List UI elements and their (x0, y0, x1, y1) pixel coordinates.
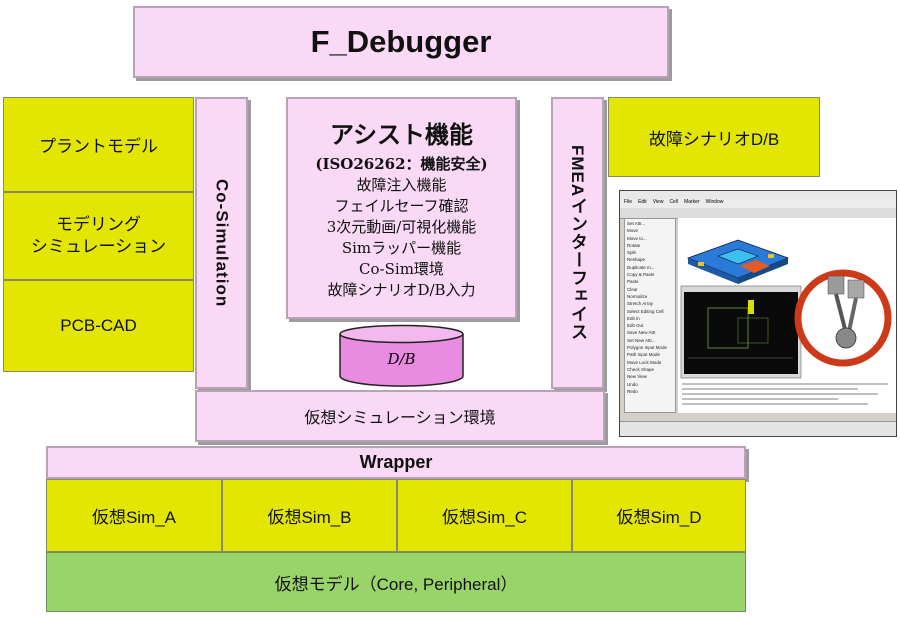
virtual-sim-b-label: 仮想Sim_B (267, 508, 352, 527)
cad-screenshot: File Edit View Cell Marker Window Set At… (619, 190, 897, 437)
virtual-sim-env-bar: 仮想シミュレーション環境 (195, 390, 605, 442)
screenshot-menu-item: Clear (627, 286, 638, 292)
assist-item: 故障注入機能 (356, 176, 447, 194)
pcb-cad-label: PCB-CAD (60, 316, 137, 335)
plant-model-block: プラントモデル (3, 97, 194, 192)
co-simulation-bar: Co-Simulation (195, 97, 248, 389)
screenshot-canvas (678, 218, 896, 413)
virtual-model-bar: 仮想モデル（Core, Peripheral） (46, 552, 746, 612)
virtual-sim-c: 仮想Sim_C (397, 479, 572, 552)
modeling-simulation-label: モデリング シミュレーション (30, 215, 167, 256)
screenshot-menu-item: Check Shape (627, 366, 655, 372)
modeling-simulation-block: モデリング シミュレーション (3, 192, 194, 280)
pcb-board-icon (686, 239, 790, 284)
screenshot-menu-item: Paste (627, 279, 639, 285)
virtual-model-label: 仮想モデル（Core, Peripheral） (274, 574, 518, 594)
assist-item: フェイルセーフ確認 (334, 197, 469, 215)
screenshot-menu: Edit (638, 199, 647, 205)
screenshot-statusbar (620, 421, 896, 436)
screenshot-menu-item: Set Attr... (627, 221, 646, 226)
screenshot-illustration (680, 239, 892, 405)
screenshot-text-lines (682, 383, 888, 405)
pcb-cad-block: PCB-CAD (3, 280, 194, 372)
screenshot-menu-item: New View (627, 374, 647, 380)
virtual-sim-a-label: 仮想Sim_A (91, 508, 177, 527)
screenshot-menu: View (652, 199, 664, 205)
assist-item: Simラッパー機能 (341, 239, 462, 257)
fmea-interface-bar: FMEAインターフェイス (551, 97, 604, 389)
fmea-interface-label: FMEAインターフェイス (568, 144, 587, 342)
screenshot-menu-item: Stretch Array (627, 301, 654, 307)
virtual-sim-b: 仮想Sim_B (222, 479, 397, 552)
screenshot-menu-item: Duplicate m... (627, 264, 655, 270)
plant-model-label: プラントモデル (39, 137, 158, 156)
co-simulation-label: Co-Simulation (212, 178, 232, 308)
assist-functions-box: アシスト機能 (ISO26262：機能安全) 故障注入機能 フェイルセーフ確認 … (286, 97, 517, 319)
screenshot-menu-item: Rotate (627, 242, 641, 248)
database-cylinder: D/B (338, 324, 465, 388)
screenshot-context-menu: Set Attr... Move Move to... Rotate Split… (624, 218, 676, 413)
screenshot-menu-item: Move Lock Mode (627, 359, 662, 365)
screenshot-menubar: File Edit View Cell Marker Window (620, 199, 896, 208)
screenshot-menu-item: Set New Attr... (627, 337, 656, 343)
assist-item: 3次元動画/可視化機能 (326, 218, 477, 236)
screenshot-menu-item: Save New Attr (627, 330, 656, 336)
screenshot-menu-item: Edit In (627, 315, 640, 321)
assist-item: Co-Sim環境 (359, 260, 444, 278)
virtual-sim-d-label: 仮想Sim_D (616, 508, 702, 527)
virtual-sim-d: 仮想Sim_D (572, 479, 746, 552)
assist-items: (ISO26262：機能安全) 故障注入機能 フェイルセーフ確認 3次元動画/可… (315, 154, 487, 301)
screenshot-menu-item: Polygon Input Mode (627, 345, 668, 351)
screenshot-menu-item: Redo (627, 388, 638, 394)
wrapper-bar: Wrapper (46, 446, 746, 479)
screenshot-titlebar (620, 191, 896, 199)
fault-scenario-db-block: 故障シナリオD/B (608, 97, 820, 177)
engine-piston-icon (794, 269, 892, 367)
virtual-sim-a: 仮想Sim_A (46, 479, 222, 552)
screenshot-menu: Cell (669, 199, 679, 205)
screenshot-menu-item: Move (627, 228, 639, 234)
layout-window-icon (680, 285, 802, 379)
assist-title: アシスト機能 (329, 122, 474, 149)
assist-item: 故障シナリオD/B入力 (327, 281, 476, 299)
screenshot-menu: Marker (684, 199, 700, 205)
screenshot-menu: File (624, 199, 633, 205)
screenshot-menu-item: Edit Out (627, 323, 644, 329)
screenshot-menu-item: Path Input Mode (627, 352, 661, 358)
virtual-sim-env-label: 仮想シミュレーション環境 (304, 410, 496, 427)
screenshot-menu-item: Normalize (627, 293, 648, 299)
screenshot-menu-item: Select Editing Cell (627, 308, 664, 314)
cylinder-icon (339, 324, 464, 387)
title-box: F_Debugger (133, 6, 669, 78)
screenshot-menu-item: Split (627, 250, 636, 256)
screenshot-menu-item: Move to... (627, 235, 647, 241)
screenshot-menu: Window (705, 199, 724, 205)
screenshot-menu-item: Copy & Paste (627, 272, 655, 278)
title-text: F_Debugger (310, 24, 492, 59)
screenshot-menu-item: Reshape (627, 257, 646, 263)
database-label: D/B (387, 350, 416, 368)
fault-scenario-db-label: 故障シナリオD/B (648, 129, 780, 149)
screenshot-menu-item: Undo (627, 381, 638, 387)
virtual-sim-c-label: 仮想Sim_C (441, 508, 527, 527)
wrapper-label: Wrapper (359, 452, 433, 472)
assist-item: (ISO26262：機能安全) (315, 155, 488, 173)
